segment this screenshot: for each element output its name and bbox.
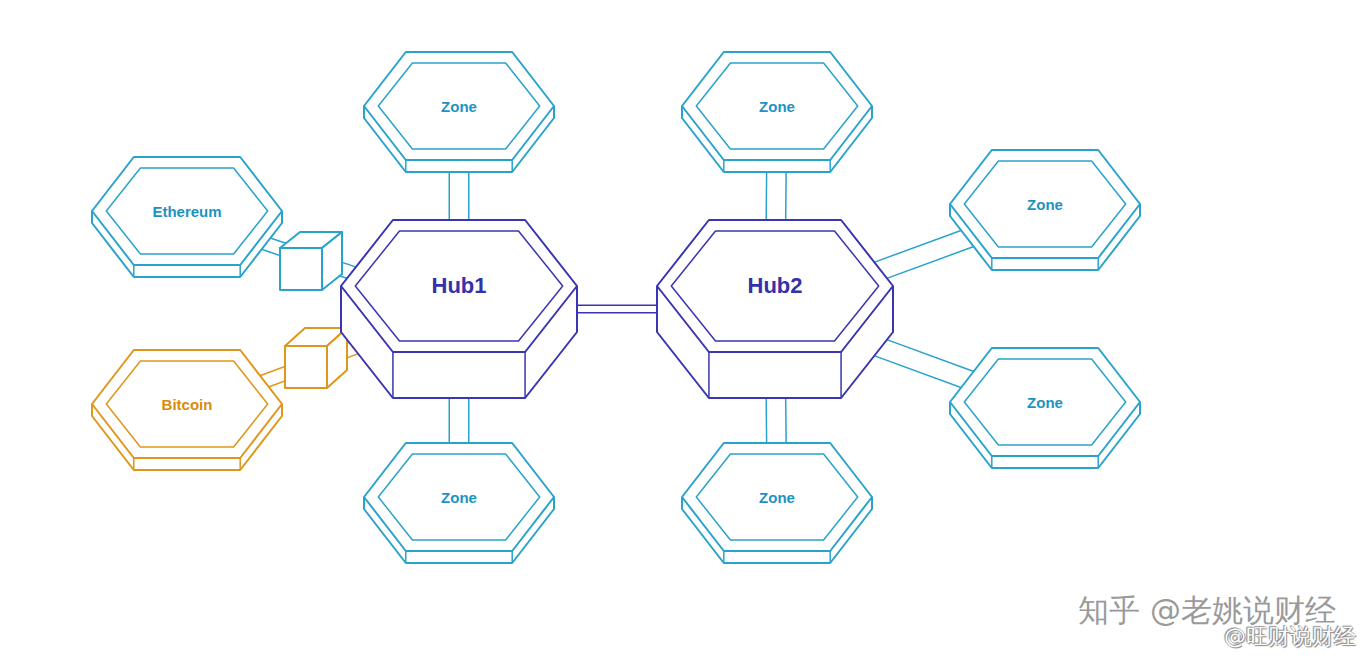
hexagon-inner [696,454,857,540]
zone-label: Zone [1027,196,1063,213]
hexagon-inner [106,361,267,447]
hexagon-edge [723,551,725,563]
hexagon-edge [524,352,526,398]
hexagon-inner [378,454,539,540]
hexagon-body [92,157,282,277]
hexagon-inner [696,63,857,149]
link-band [871,237,973,274]
zone-label: Zone [759,489,795,506]
hexagon-edge [239,265,241,277]
hexagon-face: Zone [364,52,554,160]
link-band-outer [871,237,973,274]
hexagon-edge [133,265,135,277]
hexagon-inner [964,359,1125,445]
link-band-outer [871,344,973,381]
hexagon-body [364,52,554,172]
hexagon-inner [378,63,539,149]
link-band [871,344,973,381]
hub-hexagon: Hub1 [341,220,577,398]
hexagon-edge [405,160,407,172]
zone-label: Bitcoin [162,396,213,413]
zone-label: Zone [441,489,477,506]
watermark: @旺财说财经 [1224,622,1356,652]
zone-hexagon: Zone [950,348,1140,468]
hexagon-body [950,348,1140,468]
hexagon-face: Ethereum [92,157,282,265]
zone-hexagon: Zone [950,150,1140,270]
hexagon-body [682,443,872,563]
zone-label: Zone [759,98,795,115]
zone-hexagon: Zone [682,52,872,172]
zone-label: Zone [1027,394,1063,411]
hexagon-edge [991,456,993,468]
hexagon-edge [829,551,831,563]
link-band-inner [871,237,973,274]
hexagon-inner [106,168,267,254]
hexagon-edge [405,551,407,563]
hexagon-inner [355,231,562,341]
hexagon-inner [964,161,1125,247]
zone-hexagon: Zone [364,52,554,172]
zone-hexagon: Bitcoin [92,350,282,470]
hexagon-edge [829,160,831,172]
hexagon-body [92,350,282,470]
hexagon-face: Hub2 [657,220,893,352]
hexagon-face: Zone [682,443,872,551]
hexagon-face: Zone [682,52,872,160]
zone-label: Ethereum [152,203,221,220]
bitcoin-peg-cube [285,328,347,388]
zone-hexagon: Zone [364,443,554,563]
hexagon-face: Zone [950,150,1140,258]
hexagon-outline [657,220,893,398]
hexagon-edge [723,160,725,172]
hexagon-inner [671,231,878,341]
hexagon-edge [1097,456,1099,468]
zone-hexagon: Ethereum [92,157,282,277]
hexagon-edge [511,551,513,563]
hexagon-edge [239,458,241,470]
hexagon-face: Bitcoin [92,350,282,458]
hexagon-edge [991,258,993,270]
hub-hexagon: Hub2 [657,220,893,398]
hexagon-edge [392,352,394,398]
hexagon-face: Zone [364,443,554,551]
hexagon-body [657,220,893,398]
hexagon-body [682,52,872,172]
zone-label: Zone [441,98,477,115]
hub-label: Hub2 [748,273,803,299]
hexagon-edge [708,352,710,398]
hexagon-edge [840,352,842,398]
ethereum-peg-cube [280,232,342,290]
zone-hexagon: Zone [682,443,872,563]
hexagon-edge [511,160,513,172]
hexagon-face: Zone [950,348,1140,456]
hexagon-face: Hub1 [341,220,577,352]
hub-label: Hub1 [432,273,487,299]
hexagon-edge [133,458,135,470]
hexagon-body [950,150,1140,270]
hexagon-edge [1097,258,1099,270]
link-band-inner [871,344,973,381]
hexagon-body [341,220,577,398]
hexagon-body [364,443,554,563]
hexagon-outline [341,220,577,398]
